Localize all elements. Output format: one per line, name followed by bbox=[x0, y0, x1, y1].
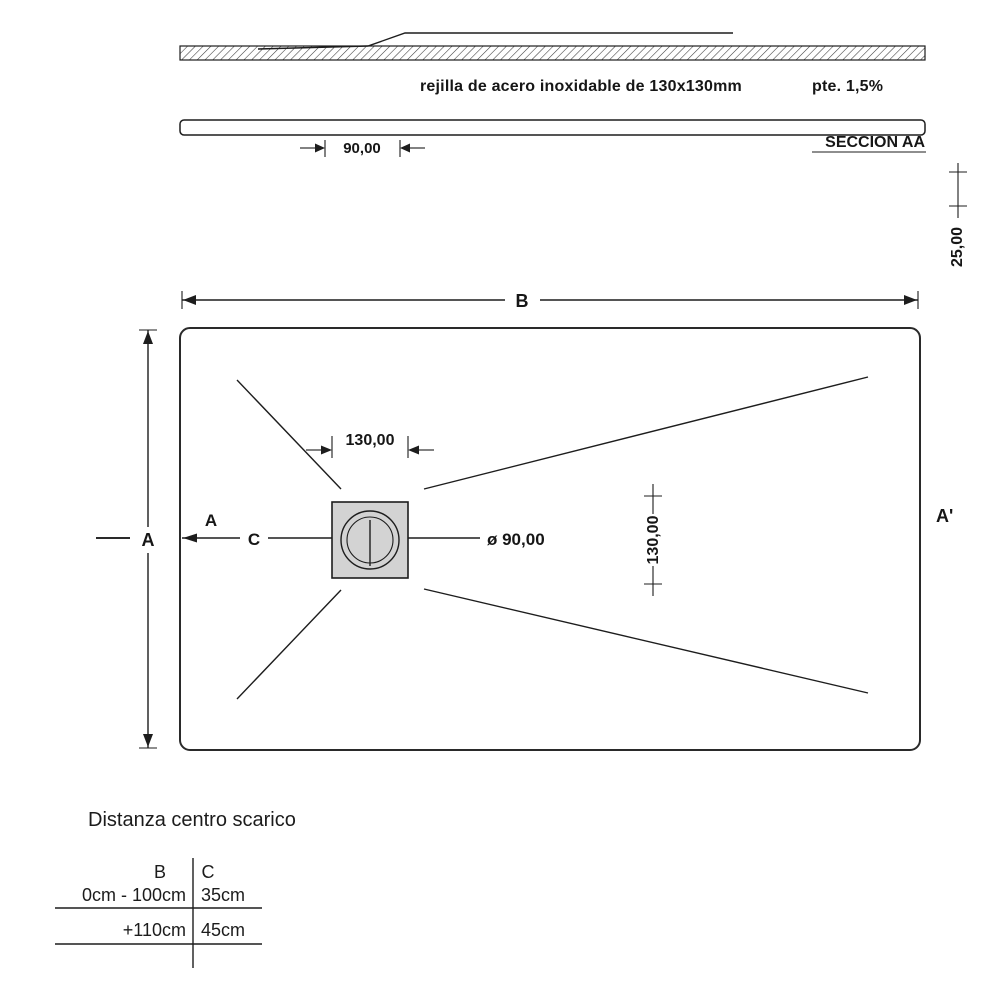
drain-centerline bbox=[182, 533, 480, 543]
drain-diameter-label: ø 90,00 bbox=[487, 530, 545, 549]
section-slope-profile-line bbox=[257, 32, 733, 50]
distance-table: B C 0cm - 100cm 35cm +110cm 45cm bbox=[55, 858, 262, 968]
slope-label: pte. 1,5% bbox=[812, 78, 883, 95]
dim-90-label: 90,00 bbox=[343, 140, 381, 157]
dim-b: B bbox=[181, 291, 919, 311]
dim-25: 25,00 bbox=[949, 163, 967, 267]
table-header-b: B bbox=[154, 862, 166, 882]
table-cell-b: +110cm bbox=[123, 920, 186, 940]
cut-label-a-prime: A' bbox=[936, 506, 953, 526]
footer-title: Distanza centro scarico bbox=[88, 809, 296, 831]
dim-a: A bbox=[139, 329, 157, 749]
dim-b-label: B bbox=[516, 291, 529, 311]
dim-90: 90,00 bbox=[300, 140, 425, 157]
dim-25-label: 25,00 bbox=[949, 227, 966, 267]
offset-label-c: C bbox=[248, 530, 260, 549]
drain bbox=[331, 501, 409, 579]
tray-plan-outline bbox=[179, 327, 921, 751]
dim-130-right-label: 130,00 bbox=[645, 515, 662, 564]
drain-circle-outer bbox=[340, 510, 400, 570]
section-view: rejilla de acero inoxidable de 130x130mm… bbox=[179, 32, 967, 267]
section-hatched-band bbox=[179, 45, 926, 61]
table-row: +110cm 45cm bbox=[123, 920, 245, 940]
table-row: 0cm - 100cm 35cm bbox=[82, 885, 245, 905]
table-cell-c: 45cm bbox=[201, 920, 245, 940]
dim-a-label: A bbox=[142, 530, 155, 550]
section-aa-label: SECCION AA bbox=[825, 134, 925, 151]
table-cell-c: 35cm bbox=[201, 885, 245, 905]
dim-130-top: 130,00 bbox=[306, 432, 434, 458]
table-header-c: C bbox=[202, 862, 215, 882]
dim-130-top-label: 130,00 bbox=[346, 432, 395, 449]
cut-label-a-inner: A bbox=[205, 511, 217, 530]
crease-diagonal-bottom-right bbox=[423, 588, 869, 694]
grate-note-label: rejilla de acero inoxidable de 130x130mm bbox=[420, 78, 742, 95]
crease-diagonal-top-right bbox=[423, 376, 869, 490]
table-cell-b: 0cm - 100cm bbox=[82, 885, 186, 905]
footer: Distanza centro scarico B C 0cm - 100cm … bbox=[55, 809, 296, 968]
plan-view: B A A C ø 90,00 bbox=[96, 291, 953, 751]
crease-diagonal-bottom-left bbox=[236, 589, 342, 700]
dim-130-right: 130,00 bbox=[644, 484, 662, 596]
tray-section-profile bbox=[179, 119, 926, 136]
crease-diagonal-top-left bbox=[236, 379, 342, 490]
